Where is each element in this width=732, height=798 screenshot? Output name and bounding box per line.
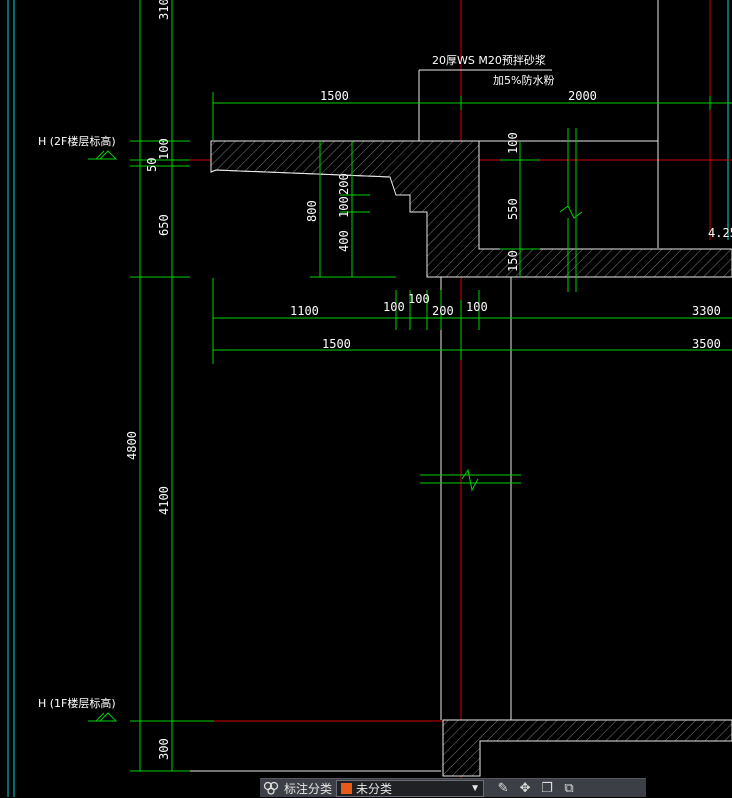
dim-top-1500: 1500 — [320, 89, 349, 103]
dim-h-100a: 100 — [383, 300, 405, 314]
dim-v-4800: 4800 — [125, 431, 139, 460]
material-note-line2: 加5%防水粉 — [493, 73, 554, 87]
annotation-category-select[interactable]: 未分类 ▼ — [336, 779, 485, 797]
dim-h-200: 200 — [432, 304, 454, 318]
copy-icon[interactable]: ❐ — [541, 780, 553, 795]
dim-h-1100: 1100 — [290, 304, 319, 318]
level-label-1f: H (1F楼层标高) — [38, 696, 116, 710]
dim-v-310: 310 — [157, 0, 171, 20]
dim-v-650: 650 — [157, 214, 171, 236]
dim-v-100a: 100 — [157, 138, 171, 160]
dim-h-100b: 100 — [408, 292, 430, 306]
dim-v-800: 800 — [305, 200, 319, 222]
annotation-toolbar: 标注分类 未分类 ▼ ✎ ✥ ❐ ⧉ — [260, 778, 646, 797]
material-note-line1: 20厚WS M20预拌砂浆 — [432, 53, 546, 67]
dim-v-100b: 100 — [337, 196, 351, 218]
dim-v-550: 550 — [506, 198, 520, 220]
dim-h-1500: 1500 — [322, 337, 351, 351]
dim-h-100c: 100 — [466, 300, 488, 314]
dim-v-200: 200 — [337, 173, 351, 195]
dim-v-100c: 100 — [506, 132, 520, 154]
group-icon[interactable] — [260, 779, 282, 798]
floor-slab-section — [442, 719, 732, 777]
dimension-lines — [88, 0, 732, 772]
category-select-value: 未分类 — [356, 781, 393, 796]
dim-h-3500: 3500 — [692, 337, 721, 351]
dim-v-4100: 4100 — [157, 486, 171, 515]
dim-v-300: 300 — [157, 738, 171, 760]
annotation-category-label: 标注分类 — [284, 781, 333, 796]
chevron-down-icon: ▼ — [470, 782, 480, 794]
dim-v-50: 50 — [145, 158, 159, 172]
dim-top-2000: 2000 — [568, 89, 597, 103]
dim-h-3300: 3300 — [692, 304, 721, 318]
dim-v-150: 150 — [506, 250, 520, 272]
level-value-right: 4.25 — [708, 226, 732, 240]
level-label-2f: H (2F楼层标高) — [38, 134, 116, 148]
dim-v-400: 400 — [337, 230, 351, 252]
category-color-swatch — [341, 782, 353, 794]
canopy-section — [210, 140, 732, 278]
canopy-drip — [210, 143, 391, 178]
move-icon[interactable]: ✥ — [519, 780, 531, 795]
edit-icon[interactable]: ✎ — [497, 780, 509, 795]
layers-icon[interactable]: ⧉ — [564, 780, 574, 795]
